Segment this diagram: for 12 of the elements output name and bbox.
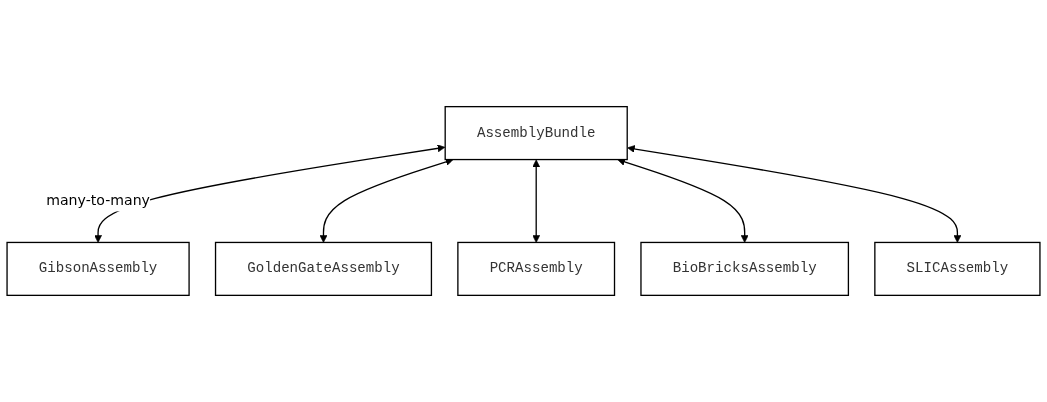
arrow [617, 158, 749, 243]
edge-label: many-to-many [46, 192, 150, 209]
node-box: GoldenGateAssembly [214, 241, 433, 296]
node-box: AssemblyBundle [444, 106, 628, 161]
arrow [319, 158, 454, 243]
arrow [94, 144, 446, 243]
arrow [532, 159, 541, 243]
node-box: PCRAssembly [457, 241, 616, 296]
arrow [627, 145, 962, 243]
node-box: GibsonAssembly [6, 241, 190, 296]
node-box: SLICAssembly [874, 241, 1041, 296]
node-box: BioBricksAssembly [640, 241, 850, 296]
